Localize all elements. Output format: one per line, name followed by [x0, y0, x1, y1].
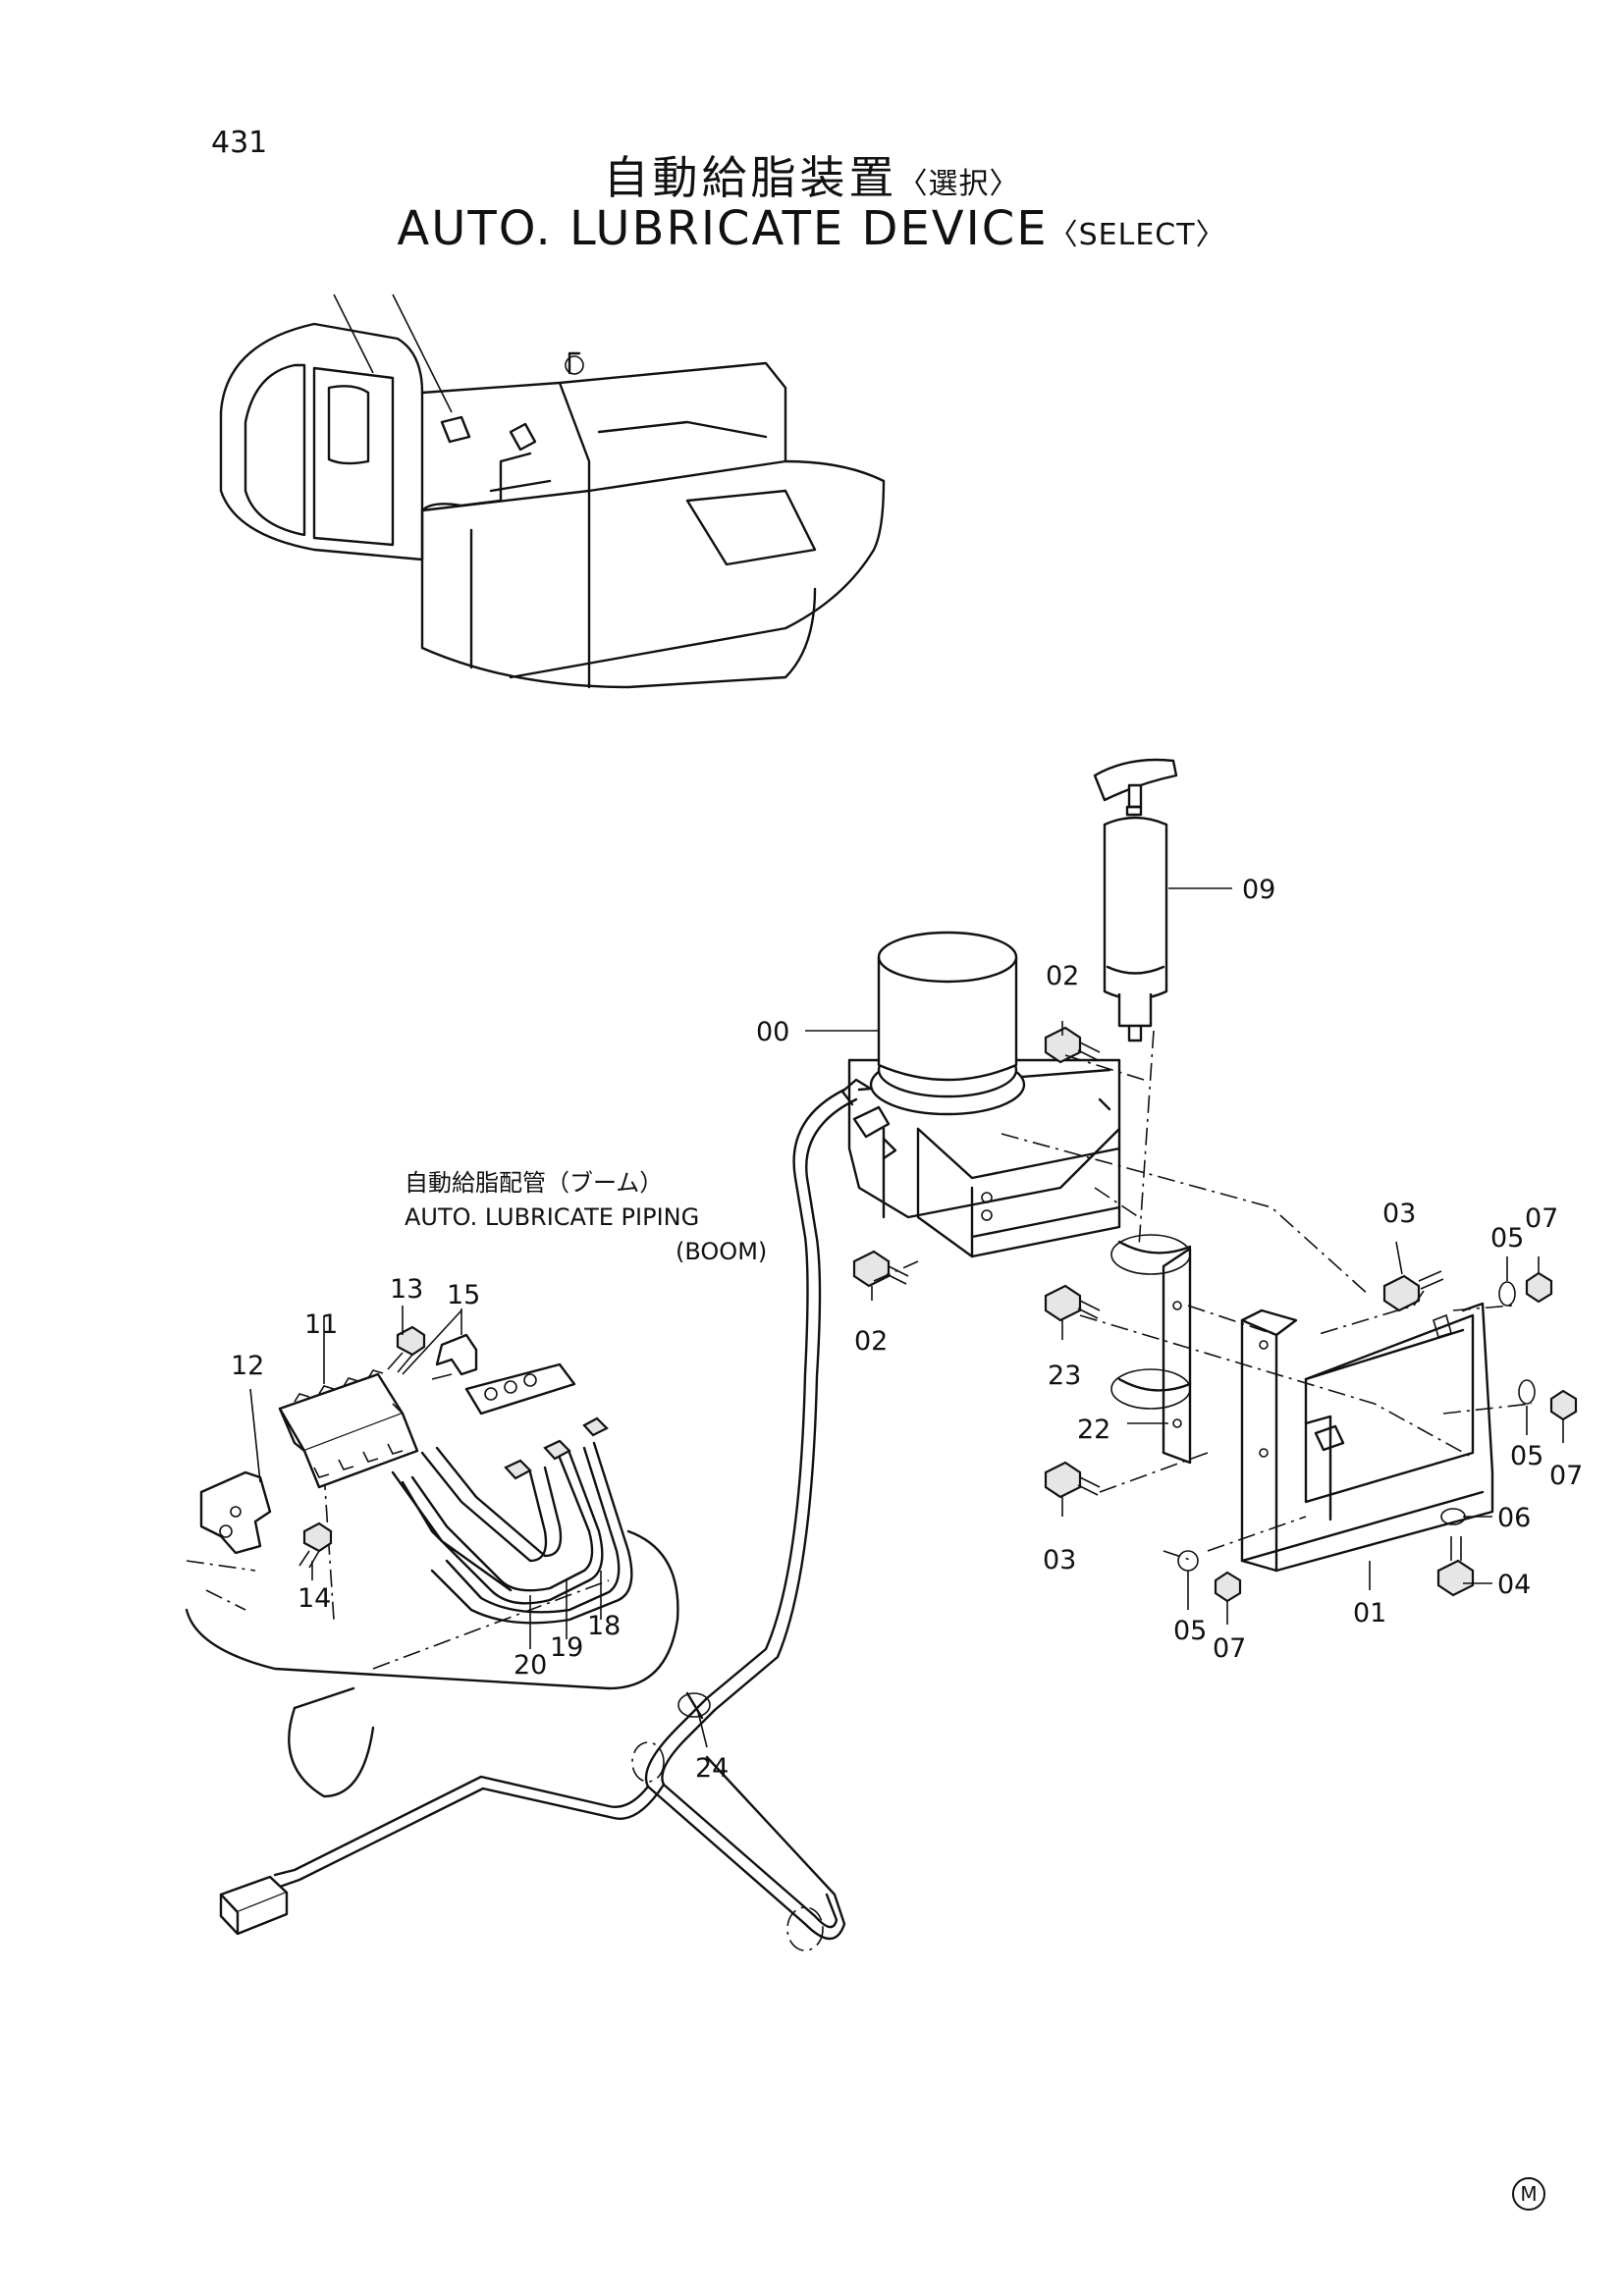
lubrication-pump-unit	[840, 931, 1121, 1258]
callout-06: 06	[1497, 1503, 1531, 1533]
callout-04: 04	[1497, 1570, 1531, 1600]
boom-piping-label-en-2: (BOOM)	[676, 1238, 768, 1265]
callout-07c: 07	[1213, 1633, 1246, 1664]
callout-07a: 07	[1525, 1203, 1558, 1234]
title-en-text: AUTO. LUBRICATE DEVICE	[397, 201, 1049, 256]
callout-18: 18	[587, 1611, 621, 1641]
leader-lines	[249, 887, 1564, 1748]
callout-labels: 00 09 02 02 23 22 03 03 05 07 05 07 06 0…	[231, 875, 1583, 1784]
callout-19: 19	[550, 1632, 583, 1663]
callout-05a: 05	[1490, 1223, 1524, 1254]
boom-piping-label-en: AUTO. LUBRICATE PIPING	[405, 1203, 700, 1231]
callout-01: 01	[1353, 1598, 1386, 1629]
boom-piping-label-jp: 自動給脂配管（ブーム）	[405, 1169, 664, 1197]
title-jp-suffix: 〈選択〉	[897, 167, 1020, 201]
callout-11: 11	[304, 1309, 338, 1340]
callout-00: 00	[756, 1017, 789, 1047]
callout-05c: 05	[1173, 1616, 1207, 1646]
hose-line	[219, 1088, 858, 1951]
callout-05b: 05	[1510, 1441, 1543, 1471]
page-number: 431	[211, 126, 268, 160]
page-title-jp: 自動給脂装置〈選択〉	[0, 142, 1623, 207]
callout-13: 13	[390, 1274, 423, 1305]
boom-piping-assembly	[185, 1309, 679, 1798]
callout-20: 20	[514, 1650, 547, 1681]
excavator-overview	[219, 294, 886, 689]
assembly-lines	[873, 1030, 1533, 1562]
fasteners	[852, 1026, 1578, 1603]
callout-22: 22	[1077, 1415, 1110, 1445]
mounting-bracket	[1110, 1234, 1494, 1573]
page-title-en: AUTO. LUBRICATE DEVICE〈SELECT〉	[0, 201, 1623, 256]
manufacturer-mark: M	[1512, 2177, 1545, 2211]
callout-09: 09	[1242, 875, 1275, 905]
callout-03b: 03	[1043, 1545, 1076, 1575]
callout-03a: 03	[1382, 1199, 1416, 1229]
callout-02b: 02	[854, 1326, 888, 1357]
callout-02a: 02	[1046, 961, 1079, 991]
callout-07b: 07	[1549, 1461, 1583, 1491]
callout-12: 12	[231, 1351, 264, 1381]
callout-24: 24	[695, 1753, 729, 1784]
grease-gun	[1093, 758, 1178, 1042]
callout-14: 14	[298, 1583, 331, 1614]
callout-15: 15	[447, 1280, 480, 1310]
title-jp-text: 自動給脂装置	[603, 151, 898, 204]
title-en-suffix: 〈SELECT〉	[1048, 218, 1226, 252]
callout-23: 23	[1048, 1361, 1081, 1391]
